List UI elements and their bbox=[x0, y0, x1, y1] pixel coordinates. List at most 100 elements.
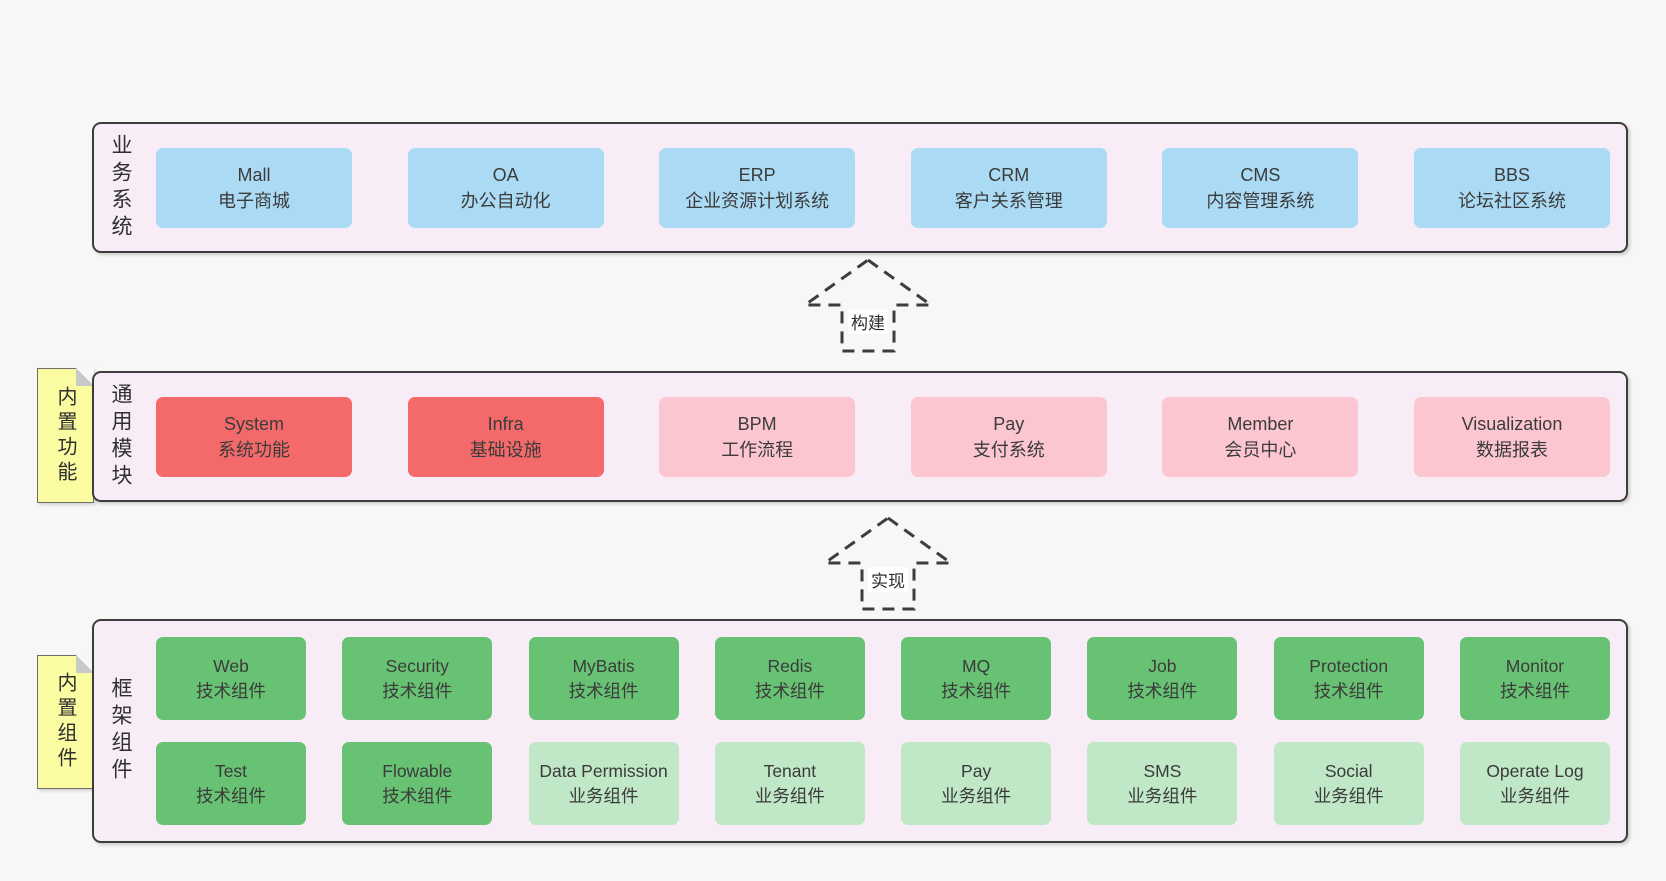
box-subtitle: 业务组件 bbox=[1127, 785, 1198, 806]
box-subtitle: 技术组件 bbox=[568, 680, 639, 701]
up-arrow-icon bbox=[802, 258, 934, 353]
box-subtitle: 技术组件 bbox=[1313, 680, 1384, 701]
box-tenant: Tenant 业务组件 bbox=[714, 742, 865, 825]
box-subtitle: 技术组件 bbox=[196, 785, 266, 806]
box-security: Security 技术组件 bbox=[342, 637, 493, 720]
box-subtitle: 技术组件 bbox=[382, 680, 453, 701]
box-title: Social bbox=[1324, 760, 1373, 781]
box-title: MyBatis bbox=[572, 655, 635, 676]
box-title: Member bbox=[1227, 413, 1294, 434]
box-title: BPM bbox=[737, 413, 777, 434]
box-erp: ERP 企业资源计划系统 bbox=[659, 147, 856, 228]
box-title: Pay bbox=[993, 413, 1025, 434]
box-title: Visualization bbox=[1461, 413, 1563, 434]
section-label-business: 业务系统 bbox=[105, 124, 135, 251]
box-infra: Infra 基础设施 bbox=[407, 396, 604, 477]
box-mybatis: MyBatis 技术组件 bbox=[528, 637, 679, 720]
build-arrow-label: 构建 bbox=[848, 309, 888, 334]
box-subtitle: 业务组件 bbox=[1313, 785, 1384, 806]
box-cms: CMS 内容管理系统 bbox=[1162, 147, 1359, 228]
box-title: CRM bbox=[988, 164, 1030, 185]
box-sms: SMS 业务组件 bbox=[1087, 742, 1238, 825]
box-job: Job 技术组件 bbox=[1087, 637, 1238, 720]
box-data-permission: Data Permission 业务组件 bbox=[528, 742, 679, 825]
box-crm: CRM 客户关系管理 bbox=[910, 147, 1107, 228]
section-common-modules: 通用模块 System 系统功能 Infra 基础设施 BPM 工作流程 Pay 支付系统 Me… bbox=[92, 371, 1628, 502]
up-arrow-icon bbox=[822, 516, 954, 611]
box-title: Mall bbox=[237, 164, 271, 185]
box-title: Tenant bbox=[763, 760, 817, 781]
box-title: Job bbox=[1148, 655, 1177, 676]
box-social: Social 业务组件 bbox=[1273, 742, 1424, 825]
box-title: Test bbox=[214, 760, 248, 781]
box-subtitle: 业务组件 bbox=[568, 785, 639, 806]
box-subtitle: 支付系统 bbox=[972, 439, 1045, 460]
box-subtitle: 客户关系管理 bbox=[954, 190, 1063, 211]
box-subtitle: 业务组件 bbox=[1499, 785, 1570, 806]
box-bbs: BBS 论坛社区系统 bbox=[1413, 147, 1610, 228]
section-label-framework: 框架组件 bbox=[105, 621, 135, 841]
box-subtitle: 技术组件 bbox=[941, 680, 1012, 701]
box-member: Member 会员中心 bbox=[1162, 396, 1359, 477]
box-pay: Pay 业务组件 bbox=[901, 742, 1052, 825]
build-arrow-icon: 构建 bbox=[802, 257, 934, 354]
box-subtitle: 业务组件 bbox=[941, 785, 1012, 806]
box-subtitle: 基础设施 bbox=[469, 439, 542, 460]
box-title: Flowable bbox=[382, 760, 453, 781]
box-title: ERP bbox=[738, 164, 776, 185]
box-bpm: BPM 工作流程 bbox=[659, 396, 856, 477]
sticky-note-built-in-components: 内置组件 bbox=[37, 655, 94, 789]
box-title: Monitor bbox=[1505, 655, 1565, 676]
sticky-note-text: 内置组件 bbox=[54, 672, 76, 772]
section-label-text: 框架组件 bbox=[109, 677, 132, 785]
box-subtitle: 技术组件 bbox=[1499, 680, 1570, 701]
box-subtitle: 技术组件 bbox=[1127, 680, 1198, 701]
box-title: SMS bbox=[1143, 760, 1182, 781]
box-subtitle: 技术组件 bbox=[196, 680, 266, 701]
box-title: Security bbox=[385, 655, 449, 676]
section-label-text: 业务系统 bbox=[109, 133, 132, 242]
box-title: MQ bbox=[962, 655, 991, 676]
box-oa: OA 办公自动化 bbox=[407, 147, 604, 228]
box-system: System 系统功能 bbox=[156, 396, 352, 477]
box-operate-log: Operate Log 业务组件 bbox=[1459, 742, 1610, 825]
box-title: CMS bbox=[1240, 164, 1281, 185]
box-title: System bbox=[223, 413, 284, 434]
box-mq: MQ 技术组件 bbox=[901, 637, 1052, 720]
box-subtitle: 系统功能 bbox=[218, 439, 290, 460]
sticky-note-built-in-features: 内置功能 bbox=[37, 368, 94, 503]
section-label-modules: 通用模块 bbox=[105, 373, 135, 500]
box-title: Operate Log bbox=[1486, 760, 1584, 781]
box-subtitle: 工作流程 bbox=[721, 439, 794, 460]
box-subtitle: 办公自动化 bbox=[460, 190, 551, 211]
box-subtitle: 会员中心 bbox=[1224, 439, 1297, 460]
box-title: Redis bbox=[767, 655, 813, 676]
box-title: OA bbox=[492, 164, 519, 185]
section-label-text: 通用模块 bbox=[109, 382, 132, 491]
box-monitor: Monitor 技术组件 bbox=[1459, 637, 1610, 720]
box-title: Data Permission bbox=[539, 760, 668, 781]
box-subtitle: 业务组件 bbox=[754, 785, 825, 806]
box-redis: Redis 技术组件 bbox=[714, 637, 865, 720]
box-flowable: Flowable 技术组件 bbox=[342, 742, 493, 825]
box-subtitle: 内容管理系统 bbox=[1206, 190, 1315, 211]
box-subtitle: 技术组件 bbox=[382, 785, 453, 806]
box-title: Web bbox=[213, 655, 249, 676]
box-test: Test 技术组件 bbox=[156, 742, 306, 825]
box-title: BBS bbox=[1493, 164, 1530, 185]
box-subtitle: 企业资源计划系统 bbox=[685, 190, 830, 211]
box-web: Web 技术组件 bbox=[156, 637, 306, 720]
box-title: Infra bbox=[487, 413, 524, 434]
box-pay: Pay 支付系统 bbox=[910, 396, 1107, 477]
box-subtitle: 技术组件 bbox=[754, 680, 825, 701]
box-title: Pay bbox=[961, 760, 992, 781]
box-subtitle: 论坛社区系统 bbox=[1457, 190, 1566, 211]
